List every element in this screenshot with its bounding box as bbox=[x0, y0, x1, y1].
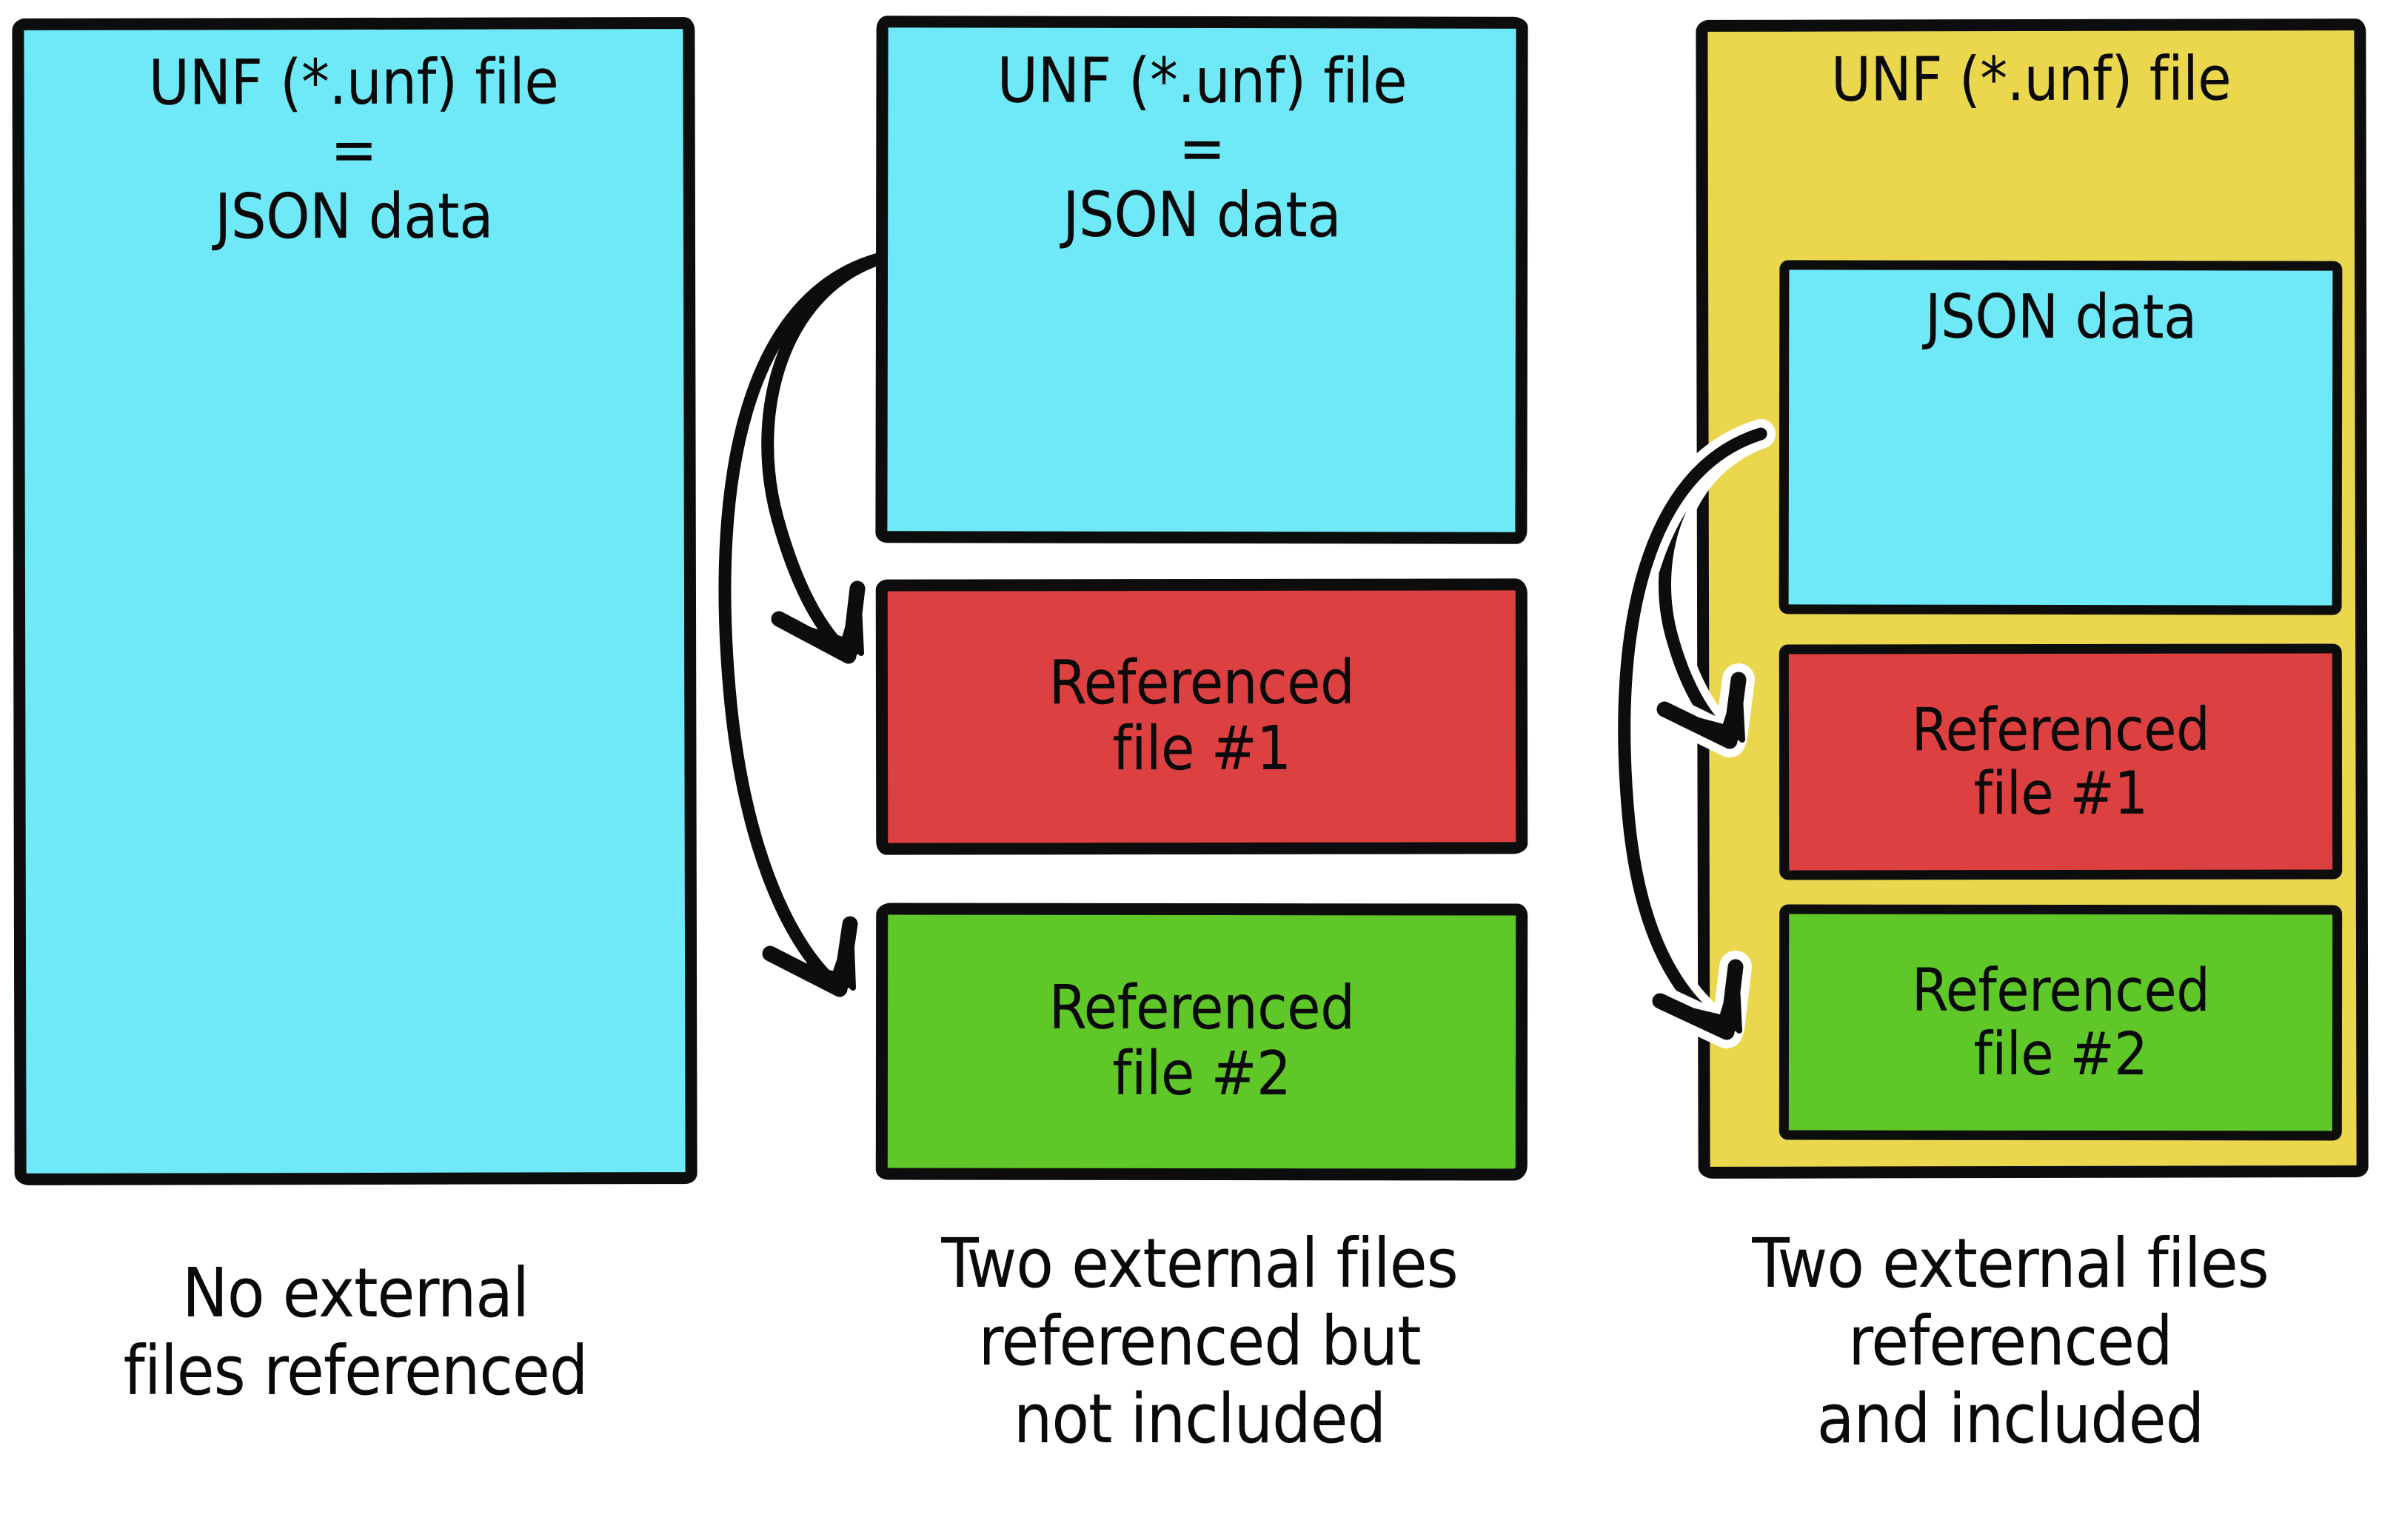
col2-unf-file-label: UNF (*.unf) file = JSON data bbox=[997, 44, 1408, 252]
col1-caption: No external files referenced bbox=[123, 1253, 589, 1410]
col2-arrow-to-referenced-file-1 bbox=[761, 252, 885, 664]
col3-unf-file-label: UNF (*.unf) file bbox=[1830, 44, 2232, 116]
col3-referenced-file-2-label: Referenced file #2 bbox=[1911, 955, 2210, 1089]
col3-referenced-file-2-box: Referenced file #2 bbox=[1779, 904, 2343, 1141]
col2-referenced-file-2-label: Referenced file #2 bbox=[1048, 973, 1355, 1110]
col2-arrow-to-referenced-file-2 bbox=[718, 252, 885, 997]
col2-referenced-file-1-box: Referenced file #1 bbox=[875, 578, 1528, 855]
col2-caption: Two external files referenced but not in… bbox=[941, 1224, 1459, 1459]
col2-unf-file-box: UNF (*.unf) file = JSON data bbox=[875, 16, 1528, 544]
col3-json-data-label: JSON data bbox=[1924, 281, 2197, 353]
col3-referenced-file-1-box: Referenced file #1 bbox=[1779, 643, 2343, 880]
col1-unf-file-box: UNF (*.unf) file = JSON data bbox=[12, 17, 697, 1185]
col3-referenced-file-1-label: Referenced file #1 bbox=[1911, 694, 2210, 828]
col3-caption: Two external files referenced and includ… bbox=[1752, 1224, 2269, 1459]
col2-referenced-file-2-box: Referenced file #2 bbox=[875, 903, 1528, 1181]
col3-json-data-box: JSON data bbox=[1779, 260, 2343, 615]
col1-unf-file-label: UNF (*.unf) file = JSON data bbox=[148, 45, 559, 253]
col2-referenced-file-1-label: Referenced file #1 bbox=[1048, 648, 1355, 785]
